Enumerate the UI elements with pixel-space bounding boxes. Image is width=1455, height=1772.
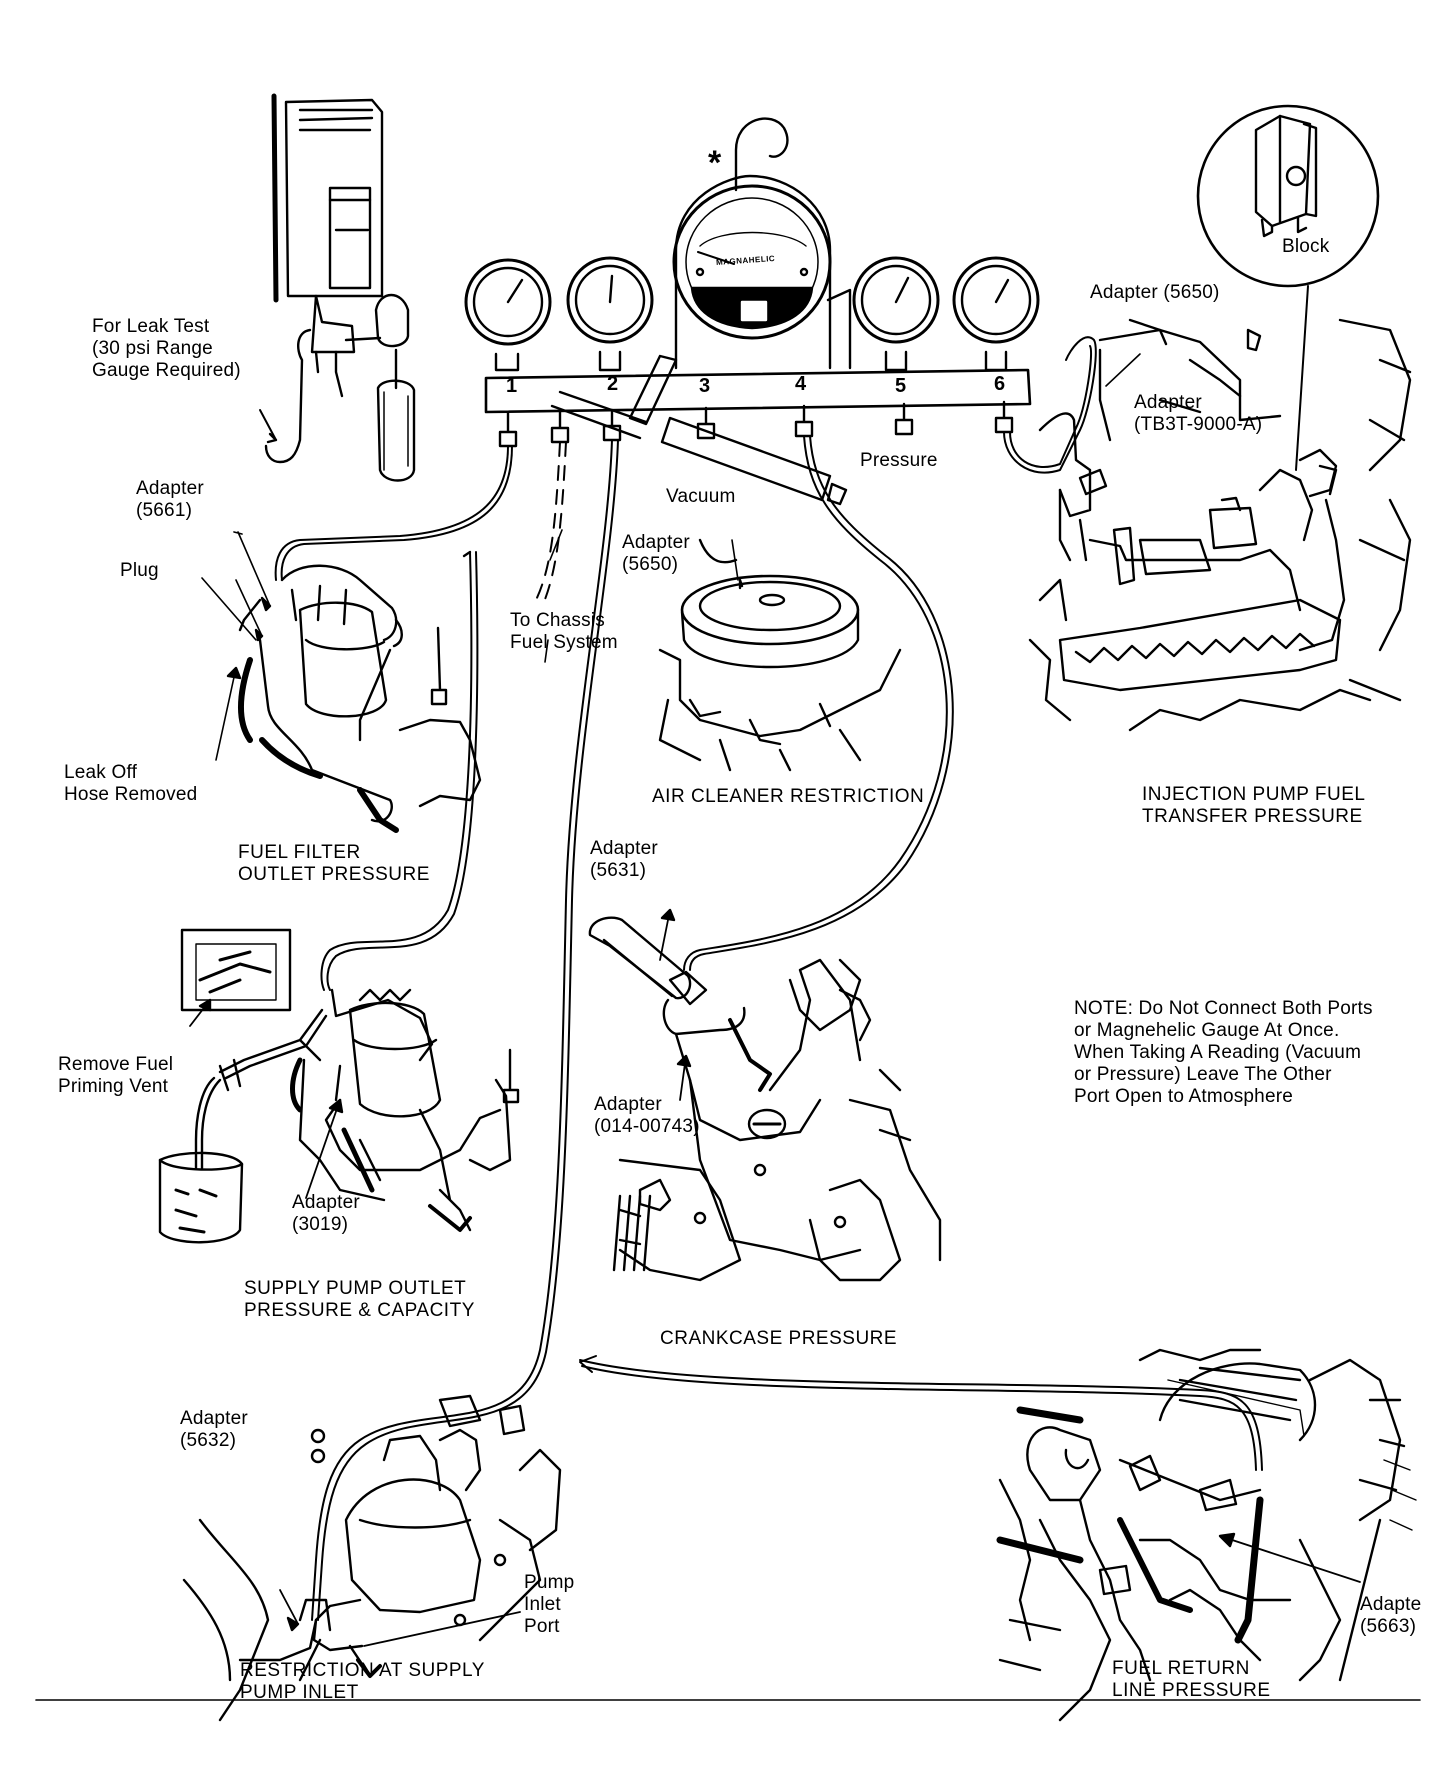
leader-lines [544, 353, 1141, 663]
hose-lines [274, 336, 1263, 1621]
caption-air-cleaner: AIR CLEANER RESTRICTION [652, 786, 925, 807]
supply-pump-inlet-illustration [182, 1394, 562, 1722]
air-cleaner-illustration [658, 538, 902, 772]
caption-restriction: RESTRICTION AT SUPPLY PUMP INLET [240, 1660, 485, 1703]
caption-supply-pump: SUPPLY PUMP OUTLET PRESSURE & CAPACITY [244, 1278, 475, 1321]
crankcase-illustration [588, 908, 942, 1282]
label-to-chassis: To Chassis Fuel System [510, 610, 618, 653]
label-adapter-5661: Adapter (5661) [136, 478, 204, 521]
label-adapter-5632: Adapter (5632) [180, 1408, 248, 1451]
label-remove-vent: Remove Fuel Priming Vent [58, 1054, 174, 1097]
port-1: 1 [506, 375, 518, 397]
caption-fuel-return: FUEL RETURN LINE PRESSURE [1112, 1658, 1271, 1701]
label-plug: Plug [120, 560, 159, 581]
gauge-manifold [464, 117, 1040, 506]
label-pump-inlet: Pump Inlet Port [524, 1572, 575, 1637]
port-2: 2 [607, 373, 619, 395]
label-adapter-5650-inj: Adapter (5650) [1090, 282, 1220, 303]
caption-injection: INJECTION PUMP FUEL TRANSFER PRESSURE [1142, 784, 1366, 827]
port-3: 3 [699, 375, 711, 397]
note-text: NOTE: Do Not Connect Both Ports or Magne… [1074, 998, 1373, 1107]
leak-test-gauge [259, 93, 416, 482]
fuel-return-illustration [996, 1348, 1417, 1722]
caption-fuel-filter: FUEL FILTER OUTLET PRESSURE [238, 842, 430, 885]
port-5: 5 [895, 375, 907, 397]
supply-pump-outlet-illustration [158, 928, 520, 1244]
label-vacuum: Vacuum [666, 486, 736, 507]
label-adapter-tb3t: Adapter (TB3T-9000-A) [1134, 392, 1263, 435]
label-adapter-5650-air: Adapter (5650) [622, 532, 690, 575]
label-pressure: Pressure [860, 450, 938, 471]
label-adapter-5631: Adapter (5631) [590, 838, 658, 881]
injection-pump-illustration [1028, 104, 1412, 732]
asterisk-mark: * [708, 144, 722, 182]
label-adapter-3019: Adapter (3019) [292, 1192, 360, 1235]
label-block: Block [1282, 236, 1330, 257]
label-adapter-014: Adapter (014-00743) [594, 1094, 700, 1137]
label-adapter-5663: Adapte (5663) [1360, 1594, 1422, 1637]
label-leak-off: Leak Off Hose Removed [64, 762, 198, 805]
label-leak-test: For Leak Test (30 psi Range Gauge Requir… [92, 316, 241, 381]
port-6: 6 [994, 373, 1006, 395]
port-4: 4 [795, 373, 807, 395]
caption-crankcase: CRANKCASE PRESSURE [660, 1328, 898, 1349]
fuel-filter-illustration [201, 531, 482, 833]
